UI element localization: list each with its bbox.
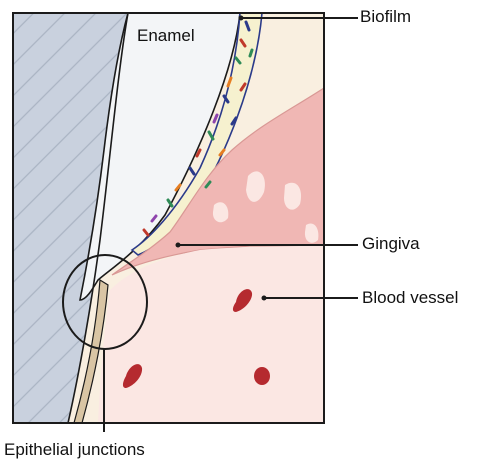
biofilm-label: Biofilm xyxy=(360,8,411,25)
blood-vessel-icon xyxy=(254,367,270,385)
biofilm-leader-dot xyxy=(239,16,244,21)
enamel-label: Enamel xyxy=(137,27,195,44)
gingiva-leader-dot xyxy=(176,243,181,248)
blood-vessel-label: Blood vessel xyxy=(362,289,458,306)
rete-ridge-2 xyxy=(284,183,301,210)
blood-vessel-leader-dot xyxy=(262,296,267,301)
epithelial-junctions-label: Epithelial junctions xyxy=(4,441,145,458)
gingiva-label: Gingiva xyxy=(362,235,420,252)
